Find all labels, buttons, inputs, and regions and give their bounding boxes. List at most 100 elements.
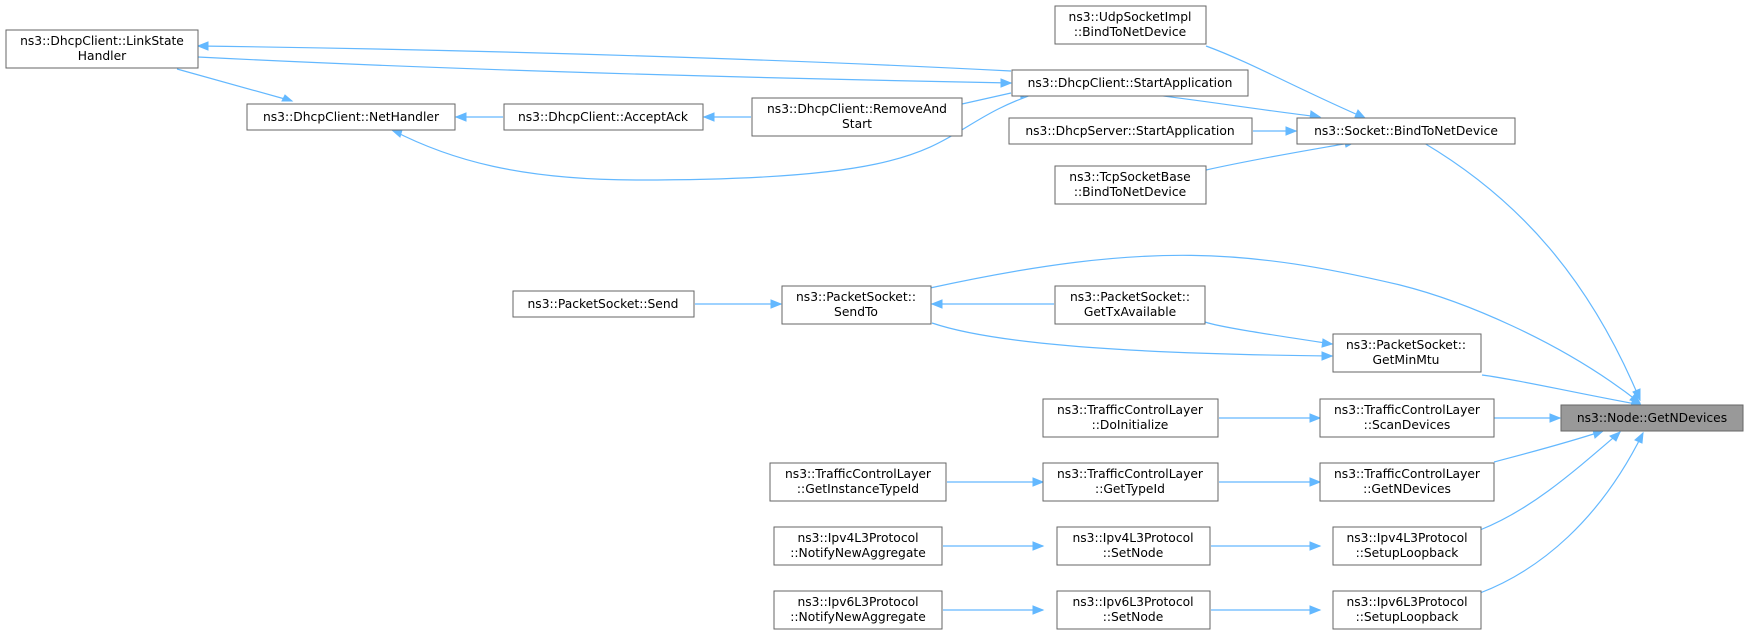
node-label: ::BindToNetDevice	[1074, 25, 1186, 39]
node-label: ns3::DhcpClient::LinkState	[20, 34, 184, 48]
edge-ps_getminmtu-ps_gettx	[1204, 321, 1333, 345]
node-label: ns3::Ipv6L3Protocol	[1072, 595, 1193, 609]
node-label: ns3::PacketSocket::	[1346, 338, 1466, 352]
nodes-layer: ns3::Node::GetNDevices ns3::DhcpClient::…	[5, 5, 1744, 630]
node-label: ns3::PacketSocket::	[796, 290, 916, 304]
node-label: ::GetTypeId	[1095, 482, 1165, 496]
edge-arrow-ps_getminmtu-ps_gettx	[1321, 338, 1334, 348]
edge-getndevices-tcl_getndevices	[1493, 430, 1604, 463]
node-ps_gettx[interactable]: ns3::PacketSocket:: GetTxAvailable	[1054, 285, 1206, 325]
node-label: ns3::Ipv4L3Protocol	[1072, 531, 1193, 545]
node-label: ::NotifyNewAggregate	[790, 546, 926, 560]
edge-arrow-ipv4_setuploop-ipv4_setnode	[1309, 541, 1322, 551]
edge-arrow-tcl_scan-tcl_doinit	[1309, 413, 1322, 423]
edge-arrow-getndevices-ipv4_setuploop	[1609, 431, 1621, 442]
node-ps_getminmtu[interactable]: ns3::PacketSocket:: GetMinMtu	[1332, 333, 1482, 373]
node-label: ns3::TrafficControlLayer	[1057, 403, 1204, 417]
node-label: ::GetNDevices	[1363, 482, 1451, 496]
node-dhcpserver_startapp[interactable]: ns3::DhcpServer::StartApplication	[1008, 117, 1253, 145]
node-dhcp_linkstate[interactable]: ns3::DhcpClient::LinkState Handler	[5, 29, 199, 69]
node-label: ::SetNode	[1103, 546, 1164, 560]
node-tcl_getndevices[interactable]: ns3::TrafficControlLayer ::GetNDevices	[1319, 462, 1495, 502]
node-socket_bind[interactable]: ns3::Socket::BindToNetDevice	[1296, 117, 1516, 145]
node-ipv6_setnode[interactable]: ns3::Ipv6L3Protocol ::SetNode	[1056, 590, 1211, 630]
node-ipv4_setuploop[interactable]: ns3::Ipv4L3Protocol ::SetupLoopback	[1332, 526, 1482, 566]
node-getndevices[interactable]: ns3::Node::GetNDevices	[1560, 404, 1744, 432]
edge-dhcp_startapp-dhcp_removeandstart	[961, 92, 1012, 105]
node-label: ns3::DhcpClient::NetHandler	[263, 110, 440, 124]
node-label: ns3::DhcpClient::StartApplication	[1028, 76, 1233, 90]
node-label: ns3::TrafficControlLayer	[1334, 403, 1481, 417]
node-label: SendTo	[834, 305, 878, 319]
edge-socket_bind-dhcp_startapp	[1137, 92, 1321, 118]
node-ps_send[interactable]: ns3::PacketSocket::Send	[512, 290, 695, 318]
node-tcl_getinstance[interactable]: ns3::TrafficControlLayer ::GetInstanceTy…	[769, 462, 947, 502]
edge-arrow-ipv6_setnode-ipv6_notify	[1032, 605, 1045, 615]
node-label: ns3::TrafficControlLayer	[1057, 467, 1204, 481]
edge-arrow-dhcp_linkstate-dhcp_startapp	[1000, 78, 1013, 88]
node-label: GetMinMtu	[1373, 353, 1440, 367]
node-label: Handler	[78, 49, 127, 63]
edge-arrow-getndevices-tcl_scan	[1549, 413, 1562, 423]
edge-getndevices-socket_bind	[1423, 142, 1641, 401]
node-tcl_doinit[interactable]: ns3::TrafficControlLayer ::DoInitialize	[1042, 398, 1219, 438]
node-label: ::SetNode	[1103, 610, 1164, 624]
node-dhcp_acceptack[interactable]: ns3::DhcpClient::AcceptAck	[503, 103, 704, 131]
edge-ps_getminmtu-ps_sendto	[931, 322, 1333, 357]
edge-arrow-ps_gettx-ps_sendto	[930, 299, 943, 309]
node-label: ns3::DhcpServer::StartApplication	[1025, 124, 1234, 138]
node-label: Start	[842, 117, 872, 131]
node-label: ns3::Ipv6L3Protocol	[1346, 595, 1467, 609]
edge-socket_bind-udp_bind	[1205, 45, 1366, 119]
node-label: ns3::PacketSocket::Send	[528, 297, 679, 311]
node-label: ::NotifyNewAggregate	[790, 610, 926, 624]
node-ipv6_notify[interactable]: ns3::Ipv6L3Protocol ::NotifyNewAggregate	[773, 590, 943, 630]
node-label: ::GetInstanceTypeId	[797, 482, 919, 496]
edge-getndevices-ipv4_setuploop	[1479, 431, 1621, 531]
edge-arrow-dhcp_linkstate-dhcp_nethandler	[281, 94, 294, 102]
node-ipv4_notify[interactable]: ns3::Ipv4L3Protocol ::NotifyNewAggregate	[773, 526, 943, 566]
node-label: ::BindToNetDevice	[1074, 185, 1186, 199]
node-label: ns3::Ipv4L3Protocol	[797, 531, 918, 545]
edge-arrow-dhcp_removeandstart-dhcp_acceptack	[702, 112, 715, 122]
edge-arrow-ps_getminmtu-ps_sendto	[1321, 351, 1334, 361]
edge-arrow-dhcp_acceptack-dhcp_nethandler	[454, 112, 467, 122]
node-label: ::ScanDevices	[1364, 418, 1451, 432]
node-label: ns3::Node::GetNDevices	[1577, 411, 1727, 425]
node-label: ::SetupLoopback	[1356, 610, 1460, 624]
edge-dhcp_startapp-dhcp_linkstate	[197, 45, 1012, 72]
node-tcl_gettypeid[interactable]: ns3::TrafficControlLayer ::GetTypeId	[1042, 462, 1219, 502]
node-label: ::SetupLoopback	[1356, 546, 1460, 560]
node-label: ns3::Ipv4L3Protocol	[1346, 531, 1467, 545]
node-tcp_bind[interactable]: ns3::TcpSocketBase ::BindToNetDevice	[1054, 165, 1207, 205]
node-label: ns3::DhcpClient::RemoveAnd	[767, 102, 947, 116]
node-label: ns3::TrafficControlLayer	[785, 467, 932, 481]
node-label: ns3::TrafficControlLayer	[1334, 467, 1481, 481]
edge-arrow-socket_bind-dhcpserver_startapp	[1285, 126, 1298, 136]
edge-arrow-dhcp_startapp-dhcp_nethandler	[390, 129, 403, 138]
edge-socket_bind-tcp_bind	[1205, 141, 1356, 171]
edge-dhcp_linkstate-dhcp_startapp	[197, 56, 1012, 84]
edge-arrow-socket_bind-udp_bind	[1354, 109, 1367, 119]
node-dhcp_nethandler[interactable]: ns3::DhcpClient::NetHandler	[246, 103, 456, 131]
node-ipv4_setnode[interactable]: ns3::Ipv4L3Protocol ::SetNode	[1056, 526, 1211, 566]
edge-getndevices-ps_getminmtu	[1481, 374, 1642, 406]
edges-layer	[176, 41, 1644, 615]
node-ipv6_setuploop[interactable]: ns3::Ipv6L3Protocol ::SetupLoopback	[1332, 590, 1482, 630]
node-ps_sendto[interactable]: ns3::PacketSocket:: SendTo	[781, 285, 932, 325]
node-label: ns3::PacketSocket::	[1070, 290, 1190, 304]
edge-dhcp_startapp-dhcp_nethandler	[391, 90, 1044, 181]
node-dhcp_startapp[interactable]: ns3::DhcpClient::StartApplication	[1011, 69, 1249, 97]
edge-getndevices-ipv6_setuploop	[1479, 432, 1644, 594]
node-udp_bind[interactable]: ns3::UdpSocketImpl ::BindToNetDevice	[1054, 5, 1207, 45]
node-tcl_scan[interactable]: ns3::TrafficControlLayer ::ScanDevices	[1319, 398, 1495, 438]
edge-dhcp_linkstate-dhcp_nethandler	[176, 68, 293, 102]
node-label: ns3::TcpSocketBase	[1069, 170, 1190, 184]
node-label: ns3::Socket::BindToNetDevice	[1314, 124, 1498, 138]
edge-arrow-ps_sendto-ps_send	[770, 299, 783, 309]
node-dhcp_removeandstart[interactable]: ns3::DhcpClient::RemoveAnd Start	[751, 97, 963, 137]
edge-getndevices-ps_sendto	[929, 254, 1641, 404]
edge-arrow-getndevices-ipv6_setuploop	[1634, 431, 1644, 444]
edge-arrow-dhcp_startapp-dhcp_linkstate	[196, 41, 209, 51]
